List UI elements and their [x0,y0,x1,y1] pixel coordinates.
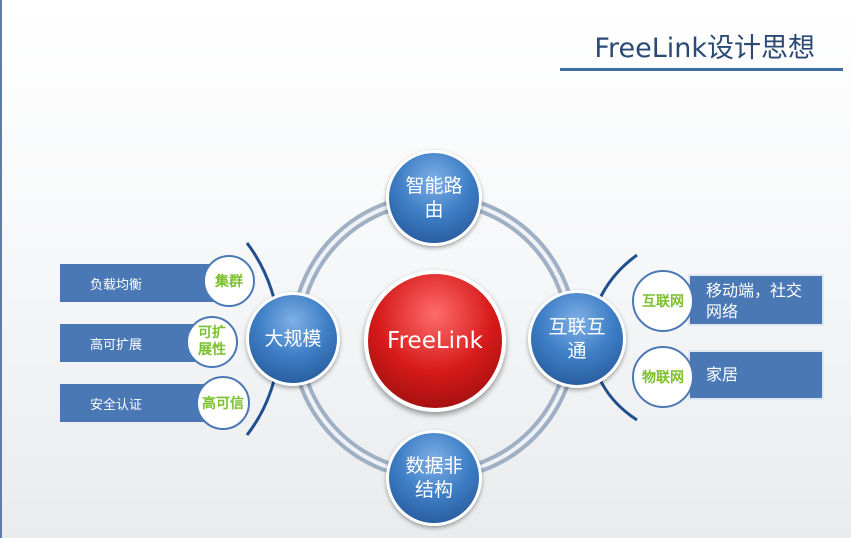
node-label: 数据非 [405,455,463,477]
left-tag: 集群 [203,255,255,307]
left-tag-label: 高可信 [202,396,244,412]
left-tag-label: 集群 [215,274,243,290]
right-tag: 物联网 [632,346,694,408]
title-underline [560,68,843,71]
page-title: FreeLink设计思想 [594,33,815,64]
node-top: 智能路 由 [386,150,482,246]
left-tag-label: 展性 [198,342,226,358]
node-label: 互联互 [548,316,606,338]
right-tag: 互联网 [632,270,694,332]
right-item-label: 网络 [706,302,739,321]
right-item-bar: 移动端，社交 网络 [688,274,824,326]
node-label: 智能路 [405,175,463,197]
node-bottom: 数据非 结构 [386,430,482,526]
right-tag-label: 物联网 [642,370,684,386]
left-item-bar: 负载均衡 [60,264,230,302]
left-item-label: 高可扩展 [90,337,143,353]
left-edge-rule [0,0,2,538]
left-tag: 高可信 [196,376,250,430]
left-item-label: 负载均衡 [90,277,143,293]
center-node: FreeLink [364,270,506,412]
node-label: 结构 [414,479,453,501]
right-item-bar: 家居 [688,350,824,400]
left-tag: 可扩 展性 [186,316,238,368]
left-item-bar: 安全认证 [60,384,220,422]
node-label: 大规模 [264,328,322,350]
node-label: 通 [567,340,587,362]
left-tag-label: 可扩 [198,325,226,341]
right-item-label: 家居 [706,365,739,384]
node-label: 由 [424,199,444,221]
left-item-label: 安全认证 [90,397,143,413]
node-left: 大规模 [246,292,340,386]
right-tag-label: 互联网 [642,294,684,310]
right-item-label: 移动端，社交 [706,281,803,300]
center-label: FreeLink [387,328,483,354]
node-right: 互联互 通 [528,290,626,388]
left-item-bar: 高可扩展 [60,324,210,362]
